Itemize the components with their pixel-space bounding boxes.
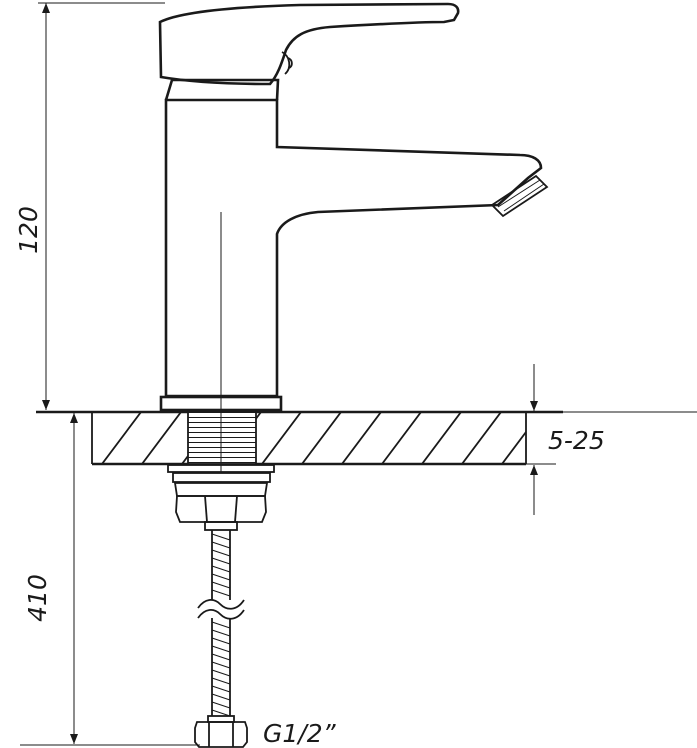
hose-end-fitting bbox=[194, 715, 248, 748]
thread-label: G1/2” bbox=[263, 719, 337, 748]
mounting-shank bbox=[187, 411, 257, 465]
dimension-height: 120 bbox=[14, 2, 165, 410]
supply-hose bbox=[197, 530, 245, 717]
countertop bbox=[36, 410, 697, 466]
height-label: 120 bbox=[14, 206, 43, 254]
lever-handle bbox=[158, 2, 460, 86]
faucet-body bbox=[164, 78, 549, 398]
hose-length-label: 410 bbox=[23, 574, 52, 622]
fixing-nut bbox=[167, 464, 275, 531]
counter-thickness-label: 5-25 bbox=[548, 426, 605, 455]
dimension-hose-length: 410 bbox=[20, 413, 200, 746]
dimension-counter-thickness: 5-25 bbox=[530, 364, 605, 515]
